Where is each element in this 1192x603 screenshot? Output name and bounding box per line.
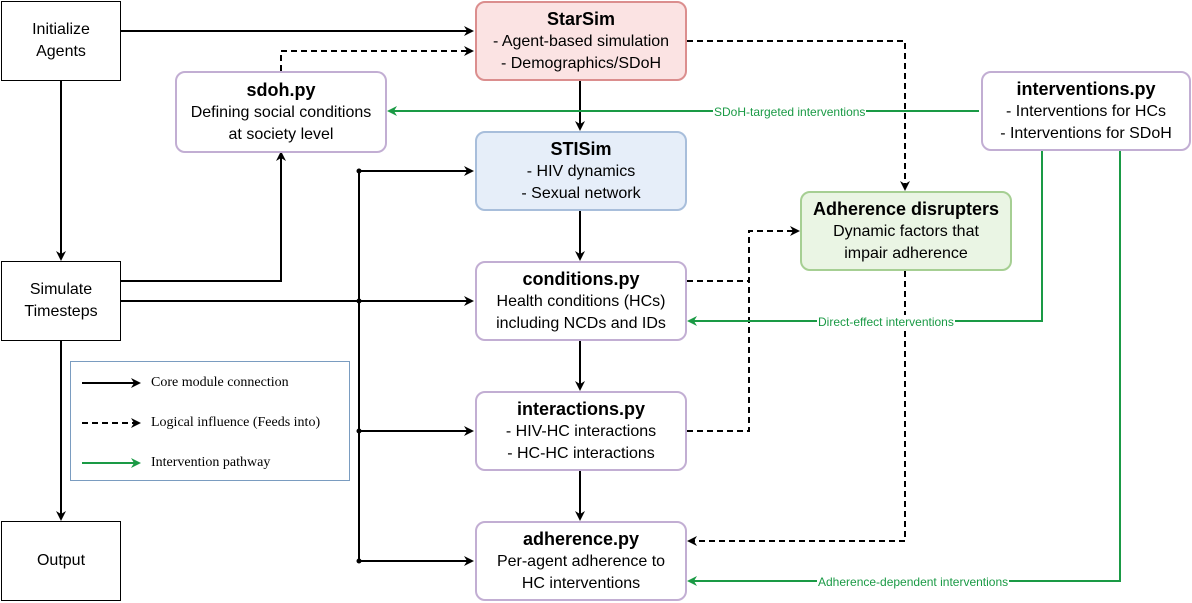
node-line: - HC-HC interactions: [507, 445, 655, 462]
junction-dot: [356, 298, 362, 304]
edge-starsim-disrupters: [687, 40, 910, 191]
node-line: Dynamic factors that: [833, 223, 979, 240]
node-line: Health conditions (HCs): [496, 293, 666, 310]
node-line: Initialize: [32, 21, 90, 38]
node-stisim: STISim - HIV dynamics - Sexual network: [475, 131, 687, 211]
node-line: - Agent-based simulation: [492, 33, 670, 50]
node-line: including NCDs and IDs: [496, 315, 666, 332]
node-line: Defining social conditions: [190, 104, 372, 121]
edge-sdoh-starsim: [280, 46, 474, 71]
edge-label-direct-effect: Direct-effect interventions: [817, 315, 955, 329]
node-line: - HIV dynamics: [526, 163, 636, 180]
junction-dot: [356, 558, 362, 564]
node-adherence: adherence.py Per-agent adherence to HC i…: [475, 521, 687, 601]
legend-intervention-arrow-icon: [82, 458, 141, 468]
node-title: sdoh.py: [246, 80, 316, 100]
junction-dot: [356, 428, 362, 434]
node-line: - Demographics/SDoH: [500, 55, 662, 72]
node-line: - Interventions for SDoH: [1000, 125, 1172, 142]
node-line: Output: [36, 552, 86, 569]
node-interactions: interactions.py - HIV-HC interactions - …: [475, 391, 687, 471]
node-title: conditions.py: [522, 269, 640, 289]
node-line: Per-agent adherence to: [496, 553, 666, 570]
node-line: impair adherence: [844, 245, 968, 262]
node-starsim: StarSim - Agent-based simulation - Demog…: [475, 1, 687, 81]
node-line: - Sexual network: [521, 185, 641, 202]
edge-label-sdoh-targeted: SDoH-targeted interventions: [713, 105, 867, 119]
node-line: Agents: [36, 43, 86, 60]
node-title: interactions.py: [516, 399, 646, 419]
junction-dot: [356, 168, 362, 174]
node-line: Timesteps: [24, 303, 98, 320]
node-simulate-timesteps: Simulate Timesteps: [1, 261, 121, 341]
node-line: - HIV-HC interactions: [505, 423, 657, 440]
edge-interactions-disrupters: [687, 281, 750, 432]
node-line: at society level: [228, 126, 334, 143]
node-title: StarSim: [546, 9, 616, 29]
node-interventions: interventions.py - Interventions for HCs…: [981, 71, 1191, 151]
legend-core-arrow-icon: [82, 378, 141, 388]
edge-conditions-disrupters: [687, 226, 800, 282]
node-adherence-disrupters: Adherence disrupters Dynamic factors tha…: [800, 191, 1012, 271]
legend-core-label: Core module connection: [151, 375, 289, 390]
node-initialize-agents: Initialize Agents: [1, 1, 121, 81]
edge-disrupters-adherence: [687, 271, 906, 546]
legend-logical-arrow-icon: [82, 418, 141, 428]
node-output: Output: [1, 521, 121, 601]
edge-simulate-sdoh: [121, 151, 286, 282]
node-sdoh: sdoh.py Defining social conditions at so…: [175, 71, 387, 153]
node-line: Simulate: [29, 281, 93, 298]
node-title: Adherence disrupters: [812, 199, 1000, 219]
legend: Core module connection Logical influence…: [70, 361, 350, 481]
legend-logical-label: Logical influence (Feeds into): [151, 415, 321, 430]
node-line: - Interventions for HCs: [1005, 103, 1167, 120]
node-title: STISim: [550, 139, 612, 159]
edge-interventions-conditions: [687, 151, 1043, 326]
node-conditions: conditions.py Health conditions (HCs) in…: [475, 261, 687, 341]
legend-intervention-label: Intervention pathway: [151, 455, 271, 470]
node-line: HC interventions: [521, 575, 641, 592]
node-title: adherence.py: [522, 529, 640, 549]
node-title: interventions.py: [1016, 79, 1156, 99]
edge-label-adherence-dependent: Adherence-dependent interventions: [817, 575, 1010, 589]
